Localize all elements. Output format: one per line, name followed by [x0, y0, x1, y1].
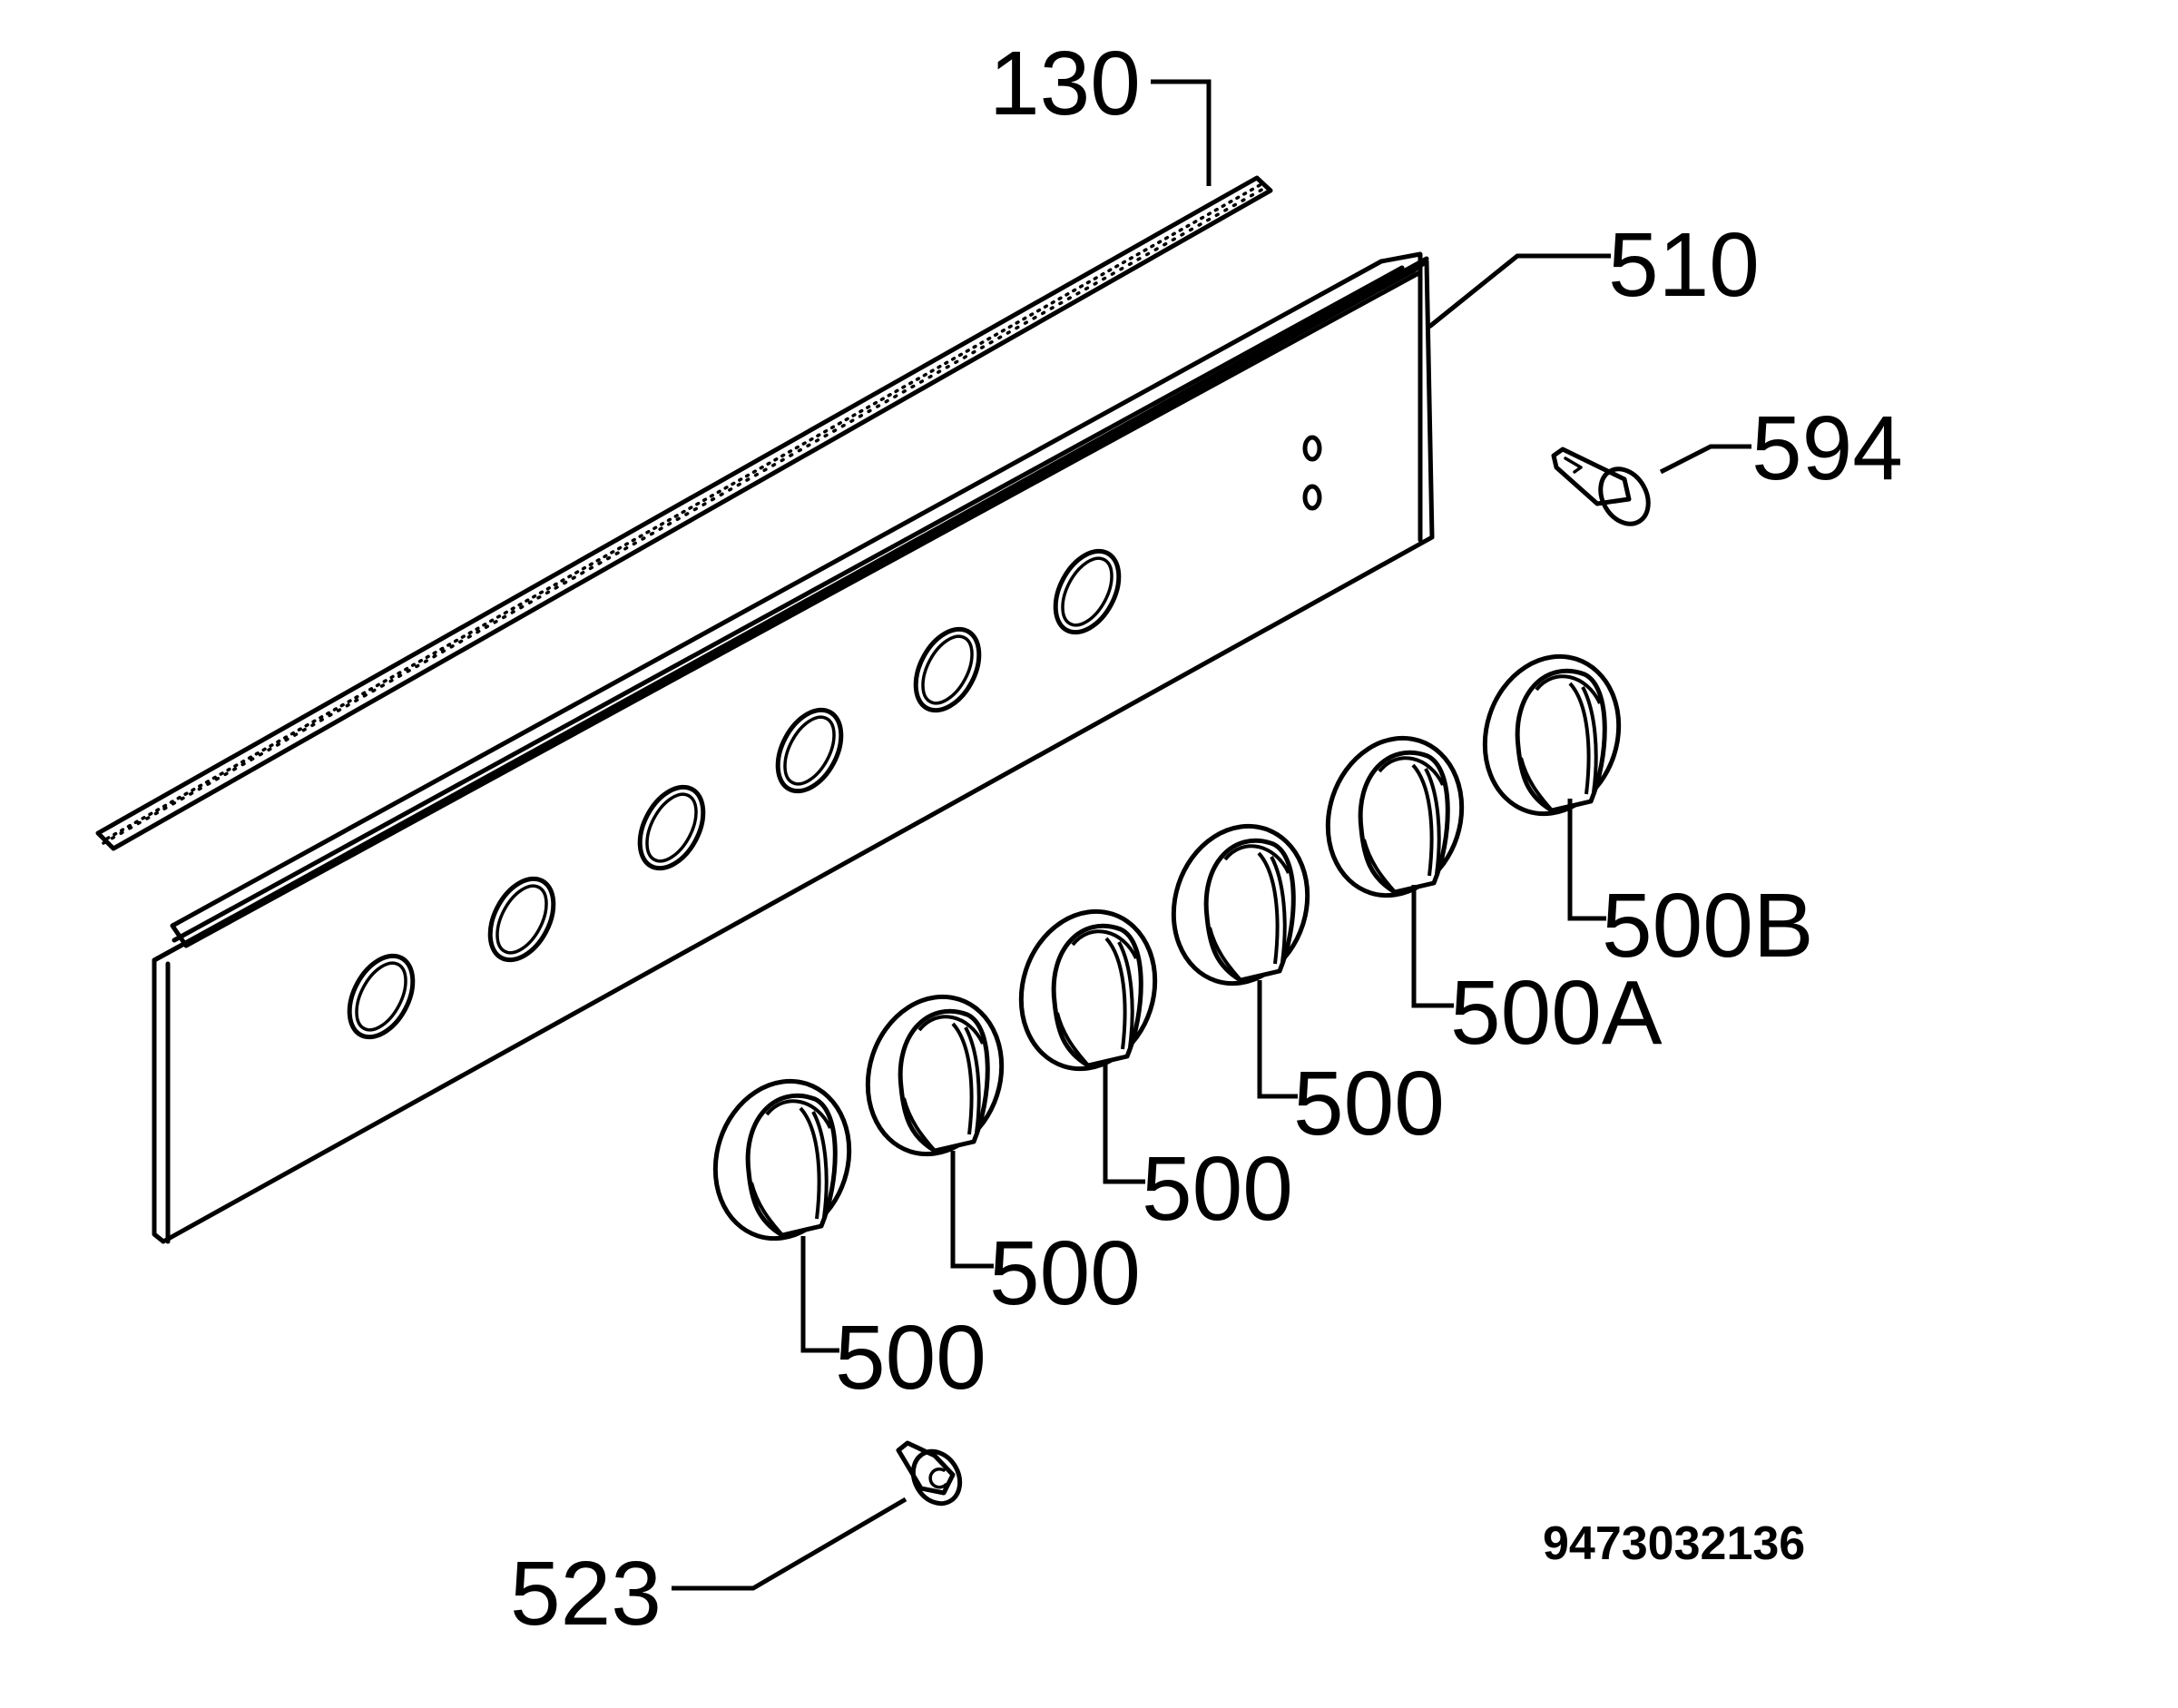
- label-500-3: 500: [1142, 1138, 1293, 1240]
- knob-hole: [637, 784, 706, 871]
- knob: [1482, 653, 1622, 817]
- leader-lines: [672, 79, 1751, 1591]
- label-500a: 500A: [1450, 962, 1663, 1064]
- knob: [1171, 823, 1310, 987]
- knob-hole: [347, 953, 416, 1040]
- label-130: 130: [989, 33, 1141, 134]
- sealing-strip-130: [95, 175, 1273, 851]
- screw-523: [896, 1440, 963, 1507]
- label-500-2: 500: [989, 1222, 1141, 1324]
- knob-hole: [487, 876, 556, 963]
- knob: [1018, 908, 1158, 1072]
- knob: [712, 1078, 852, 1242]
- knob-hole: [913, 626, 982, 713]
- label-594: 594: [1751, 398, 1903, 499]
- label-500-1: 500: [835, 1307, 986, 1409]
- label-523: 523: [510, 1543, 662, 1644]
- control-panel-510: [152, 251, 1435, 1244]
- label-500-4: 500: [1293, 1053, 1445, 1154]
- knob: [865, 994, 1005, 1157]
- knob-hole: [775, 707, 844, 794]
- label-510: 510: [1608, 214, 1760, 316]
- part-labels: 130 510 594 500 500 500 500 500A 500B 52…: [510, 33, 1903, 1644]
- knob-group: [712, 653, 1622, 1242]
- knob: [1325, 735, 1465, 898]
- knob-hole: [1053, 548, 1122, 635]
- label-500b: 500B: [1602, 875, 1814, 977]
- clip-594: [1551, 447, 1651, 526]
- drawing-number: 9473032136: [1543, 1517, 1805, 1570]
